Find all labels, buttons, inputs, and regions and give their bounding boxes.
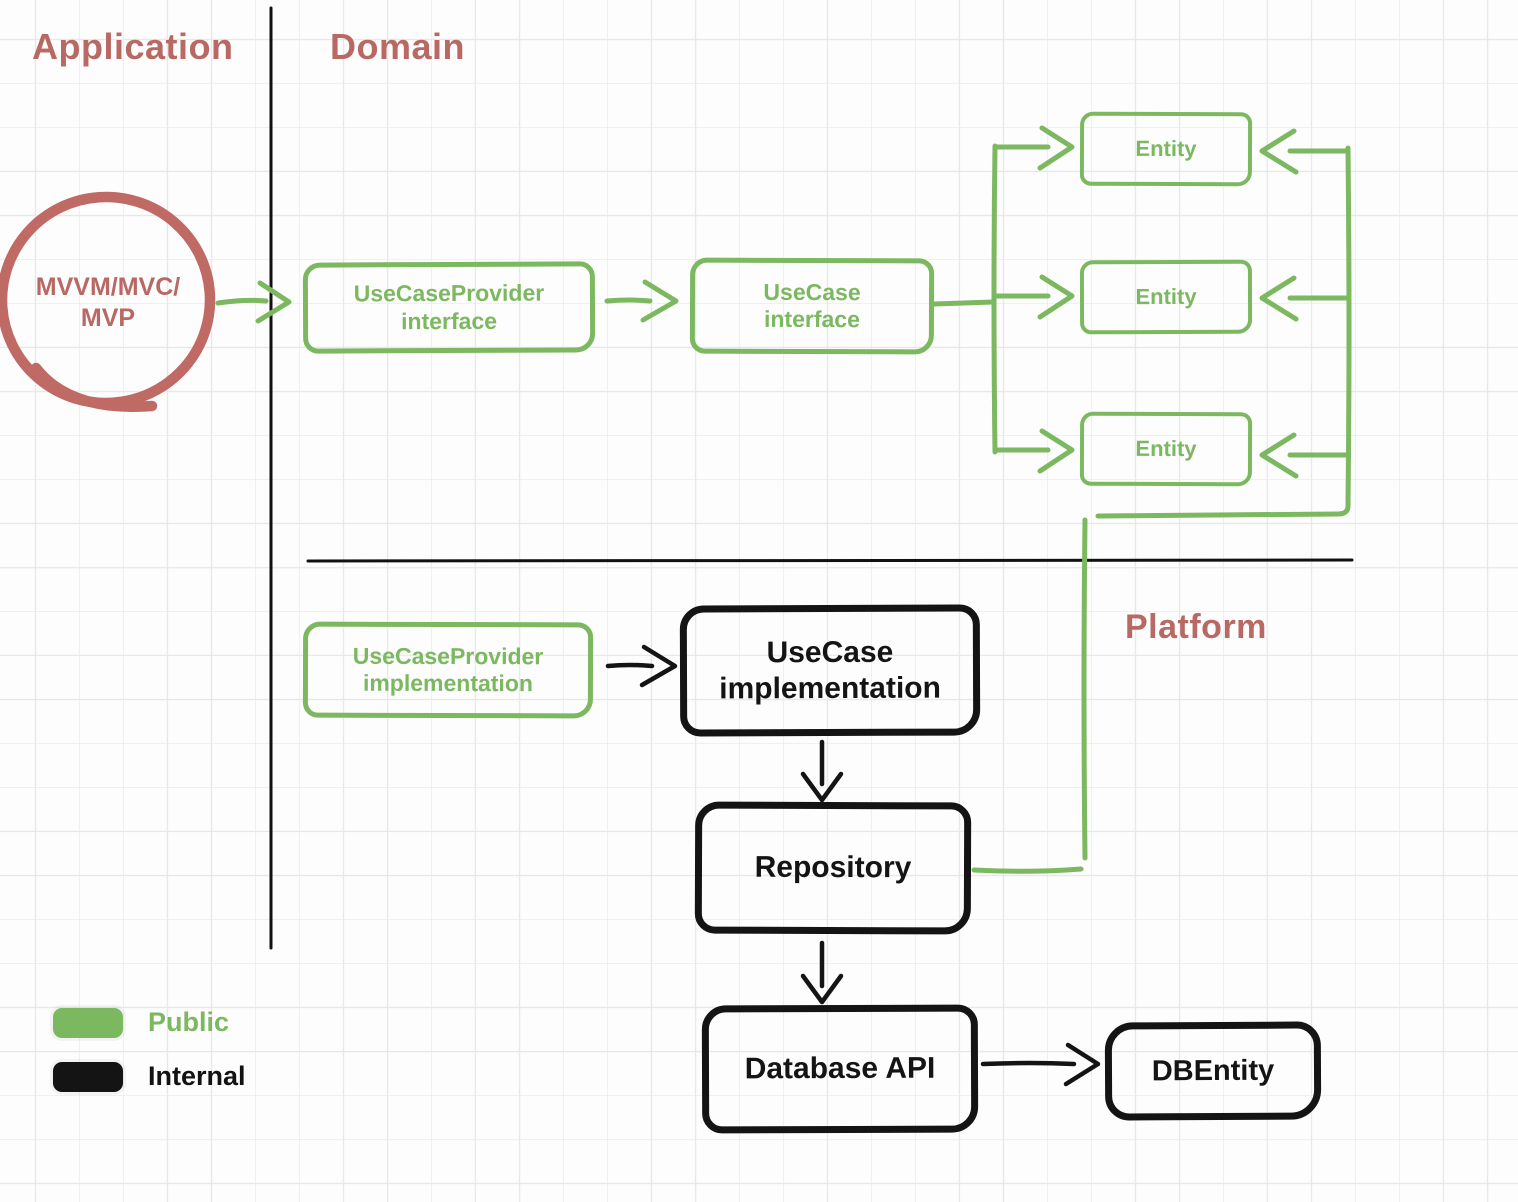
node-usecase-provider-implementation-line2: implementation <box>362 669 533 697</box>
legend-public-swatch <box>53 1007 123 1038</box>
entity3-right-arrowhead <box>1259 432 1299 479</box>
node-usecase-provider-interface-line1: UseCaseProvider <box>353 279 545 307</box>
node-entity-3-label: Entity <box>1135 435 1197 462</box>
usecase-to-rail-line <box>931 299 996 307</box>
node-entity-2-label: Entity <box>1135 283 1197 310</box>
arrow-provider-to-usecase-head <box>640 279 679 323</box>
arrow-databaseapi-to-dbentity-line <box>980 1060 1077 1067</box>
node-usecase-implementation: UseCase implementation <box>679 604 981 737</box>
mvvm-node: MVVM/MVC/ MVP <box>18 272 198 333</box>
node-usecase-provider-implementation: UseCaseProvider implementation <box>302 621 594 719</box>
section-label-application: Application <box>32 26 234 67</box>
arrow-mvvm-to-provider-line <box>215 297 269 306</box>
legend-public-label: Public <box>148 1007 230 1037</box>
entity3-left-arrowhead <box>1037 428 1075 474</box>
arrow-databaseapi-to-dbentity-head <box>1063 1042 1101 1087</box>
arrow-providerimpl-to-usecaseimpl-head <box>639 644 678 688</box>
mvvm-node-line1: MVVM/MVC/ <box>35 273 181 301</box>
horizontal-divider-line <box>306 558 1354 563</box>
node-entity-3: Entity <box>1079 411 1253 487</box>
node-usecase-provider-interface-line2: interface <box>401 307 498 334</box>
entity2-left-arrowhead <box>1037 274 1075 320</box>
node-repository-label: Repository <box>754 851 912 885</box>
arrow-mvvm-to-provider-head <box>255 280 292 324</box>
node-usecase-provider-implementation-line1: UseCaseProvider <box>352 642 544 670</box>
entity1-right-arrowhead <box>1259 128 1299 175</box>
platform-green-rail <box>1081 517 1088 861</box>
repository-green-stub <box>971 866 1084 874</box>
node-entity-1-label: Entity <box>1135 135 1197 162</box>
node-database-api: Database API <box>701 1004 979 1134</box>
node-usecase-interface-line2: interface <box>763 305 860 333</box>
legend-internal-row: Internal <box>53 1061 246 1092</box>
entity1-left-arrowhead <box>1037 125 1075 171</box>
node-dbentity-label: DBEntity <box>1151 1054 1275 1088</box>
legend-public-row: Public <box>53 1007 229 1038</box>
node-entity-1: Entity <box>1079 111 1253 187</box>
node-usecase-implementation-line2: implementation <box>719 671 941 705</box>
section-label-domain: Domain <box>330 26 466 67</box>
legend-internal-label: Internal <box>148 1061 246 1091</box>
node-repository: Repository <box>694 801 972 935</box>
mvvm-node-line2: MVP <box>80 303 136 332</box>
node-usecase-provider-interface: UseCaseProvider interface <box>302 261 596 354</box>
node-entity-2: Entity <box>1079 259 1253 335</box>
arrow-provider-to-usecase-line <box>604 297 653 304</box>
node-usecase-interface: UseCase interface <box>689 257 935 355</box>
node-dbentity: DBEntity <box>1104 1021 1322 1121</box>
mvvm-circle-overlap-stroke <box>30 362 158 412</box>
entity2-right-arrowhead <box>1259 275 1299 322</box>
section-label-platform: Platform <box>1125 608 1267 646</box>
arrow-usecaseimpl-to-repository-head <box>800 771 844 803</box>
arrow-repository-to-databaseapi-head <box>800 973 844 1005</box>
legend-internal-swatch <box>53 1061 123 1092</box>
entity-left-rail <box>991 143 998 455</box>
node-usecase-interface-line1: UseCase <box>763 278 861 306</box>
arrow-providerimpl-to-usecaseimpl-line <box>605 662 655 669</box>
node-database-api-label: Database API <box>744 1051 936 1086</box>
node-usecase-implementation-line1: UseCase <box>766 635 894 670</box>
